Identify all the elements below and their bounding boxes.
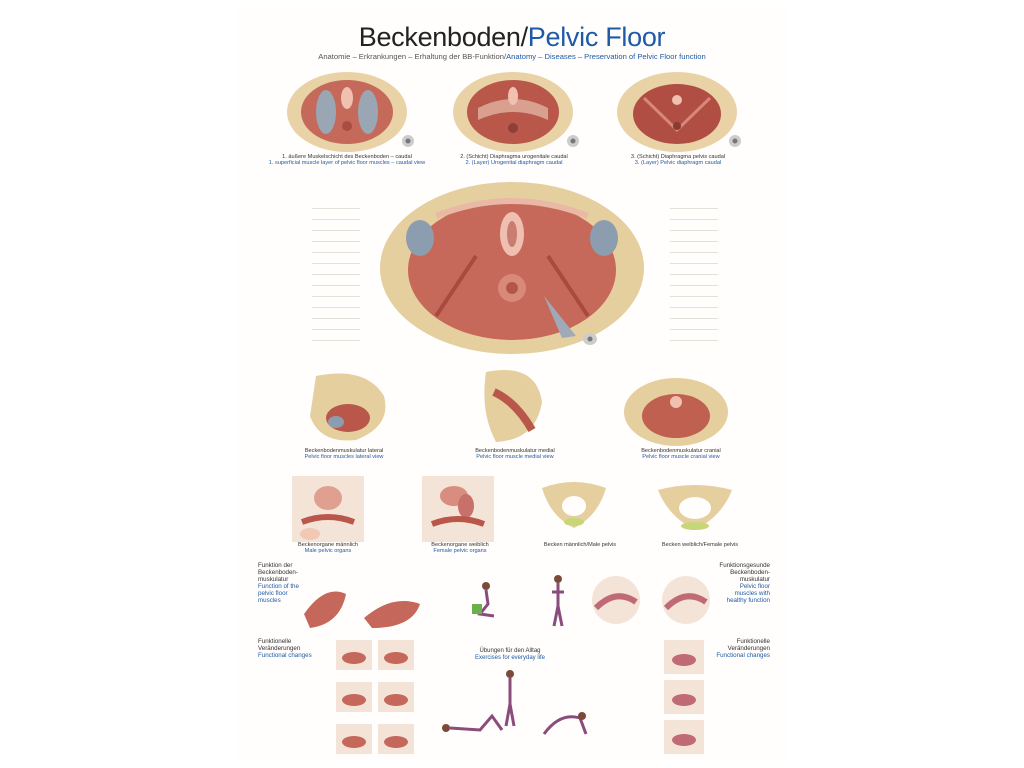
illustration-male-pelvis	[542, 482, 606, 528]
illustration-lateral-view	[310, 373, 386, 441]
orientation-icon	[567, 135, 579, 147]
page-subtitle: Anatomie – Erkrankungen – Erhaltung der …	[236, 52, 788, 61]
illustration-healthy-function-1	[592, 576, 640, 624]
illustration-function-2	[364, 601, 420, 628]
illustration-exercise-kneeling	[472, 582, 495, 618]
illustration-superficial-layer	[287, 72, 407, 152]
page-title: Beckenboden/Pelvic Floor	[236, 22, 788, 53]
subtitle-german: Anatomie – Erkrankungen – Erhaltung der …	[318, 52, 507, 61]
label-column-left	[312, 198, 360, 348]
label-column-right	[670, 198, 718, 348]
title-german: Beckenboden/	[358, 22, 528, 52]
illustration-urogenital-diaphragm	[453, 72, 573, 152]
illustration-cranial-view	[624, 378, 728, 446]
orientation-icon	[729, 135, 741, 147]
illustration-changes-grid-left	[336, 640, 414, 754]
illustration-pelvic-diaphragm	[617, 72, 737, 152]
caption-superficial-layer: 1. äußere Muskelschicht des Beckenboden …	[268, 154, 426, 167]
illustration-function-1	[304, 591, 346, 628]
orientation-icon	[402, 135, 414, 147]
illustration-exercise-bridge	[504, 670, 516, 727]
caption-male-pelvis: Becken männlich/Male pelvis	[543, 542, 617, 548]
orientation-icon	[583, 333, 597, 345]
illustration-exercise-floor	[542, 712, 588, 735]
subtitle-english: Anatomy – Diseases – Preservation of Pel…	[506, 52, 706, 61]
title-english: Pelvic Floor	[527, 22, 666, 52]
illustration-female-pelvic-organs	[422, 476, 494, 542]
illustration-healthy-function-2	[662, 576, 710, 624]
illustration-medial-view	[484, 370, 542, 442]
illustration-pelvic-floor-main	[380, 182, 644, 354]
poster: Beckenboden/Pelvic Floor Anatomie – Erkr…	[236, 8, 788, 760]
caption-female-pelvis: Becken weiblich/Female pelvis	[661, 542, 739, 548]
caption-urogenital-diaphragm: 2. (Schicht) Diaphragma urogenitale caud…	[460, 154, 568, 167]
illustration-exercise-lying	[442, 713, 504, 732]
illustration-changes-column-right	[664, 640, 704, 754]
illustration-male-pelvic-organs	[292, 476, 364, 542]
illustration-female-pelvis	[658, 485, 732, 530]
illustration-exercise-standing	[552, 575, 564, 627]
